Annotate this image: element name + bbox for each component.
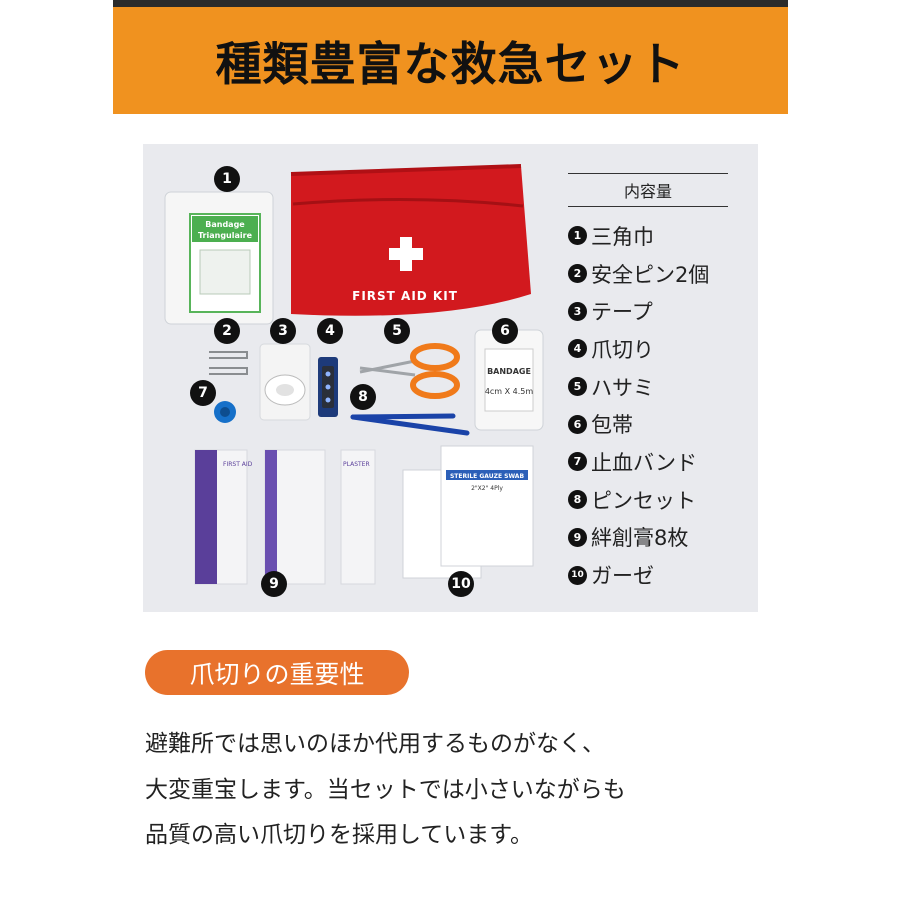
top-bar [113,0,788,7]
item-label: ガーゼ [591,564,654,589]
product-photo: Bandage Triangulaire FIRST AID KIT [143,144,758,612]
marker-5: 5 [384,318,410,344]
description-line: 大変重宝します。当セットでは小さいながらも [145,776,626,803]
gauze-size: 2"X2" 4Ply [471,485,503,492]
item-label: 包帯 [591,413,633,438]
triangular-bandage-pack: Bandage Triangulaire [164,191,274,325]
page-title: 種類豊富な救急セット [215,36,686,91]
first-aid-kit-illustration: Bandage Triangulaire FIRST AID KIT [164,164,544,585]
item-number: 6 [568,414,587,434]
item-label: ピンセット [591,488,696,513]
scissors [359,343,460,399]
item-number: 4 [568,339,587,359]
item-number: 3 [568,301,587,321]
safety-pins [209,351,248,375]
item-label: ハサミ [591,375,654,400]
tape-roll [259,343,311,421]
description: 避難所では思いのほか代用するものがなく、 大変重宝します。当セットでは小さいなが… [145,722,825,859]
marker-4: 4 [317,318,343,344]
item-label: 止血バンド [591,450,698,475]
first-aid-bag: FIRST AID KIT [290,164,531,316]
plaster-label: PLASTER [343,461,370,468]
marker-8: 8 [350,384,376,410]
item-number: 5 [568,377,587,397]
item-label: テープ [591,300,653,325]
roll-label: BANDAGE [487,367,531,376]
marker-10: 10 [448,571,474,597]
item-label: 安全ピン2個 [591,262,710,287]
item-label: 爪切り [591,337,654,362]
roll-size: 4cm X 4.5m [485,387,534,396]
marker-9: 9 [261,571,287,597]
bandage-pack-line1: Bandage [205,220,245,229]
item-number: 7 [568,452,587,472]
bag-label: FIRST AID KIT [352,289,458,303]
plasters: FIRST AID PLASTER [194,449,376,585]
tourniquet-band [214,401,236,423]
nail-clipper [318,357,338,417]
item-number: 2 [568,264,587,284]
header-banner: 種類豊富な救急セット [113,7,788,114]
marker-1: 1 [214,166,240,192]
description-line: 避難所では思いのほか代用するものがなく、 [145,731,605,757]
marker-6: 6 [492,318,518,344]
tweezers [350,413,470,436]
gauze-swabs: STERILE GAUZE SWAB 2"X2" 4Ply [402,445,534,579]
plaster-brand: FIRST AID [223,461,253,468]
section-heading: 爪切りの重要性 [145,650,409,695]
item-label: 三角巾 [591,224,654,249]
gauze-label: STERILE GAUZE SWAB [450,473,524,480]
item-number: 9 [568,527,587,547]
marker-2: 2 [214,318,240,344]
marker-3: 3 [270,318,296,344]
item-number: 8 [568,490,587,510]
item-number: 10 [568,565,587,585]
contents-title: 内容量 [568,173,728,207]
item-label: 絆創膏8枚 [591,526,689,551]
bandage-roll: BANDAGE 4cm X 4.5m [474,329,544,431]
bandage-pack-line2: Triangulaire [198,231,253,240]
marker-7: 7 [190,380,216,406]
description-line: 品質の高い爪切りを採用しています。 [145,822,534,848]
item-number: 1 [568,226,587,246]
